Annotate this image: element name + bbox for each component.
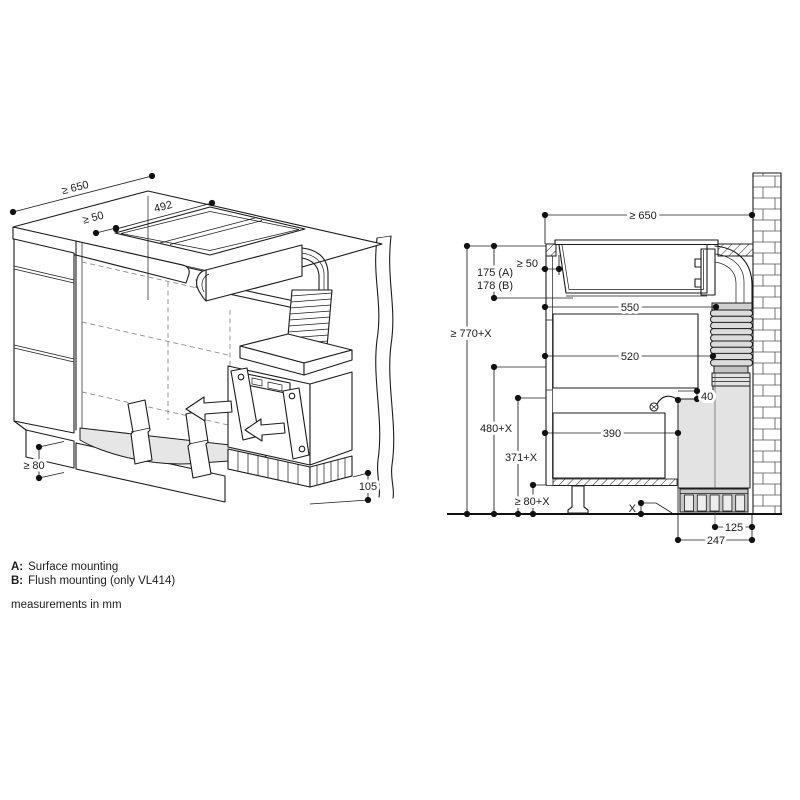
dim-floor-gap: X bbox=[629, 499, 673, 518]
drawer-unit bbox=[13, 238, 75, 469]
iso-view: ≥ 650 492 ≥ 50 ≥ 80 105 bbox=[9, 172, 395, 505]
legend-key-b: B: bbox=[11, 575, 23, 587]
dim-recess: 390 bbox=[541, 425, 682, 443]
dim-floor-gap-label: X bbox=[629, 503, 637, 515]
dim-hose-top: 550 bbox=[541, 299, 720, 317]
dim-hob-a-label: 175 (A) bbox=[477, 267, 513, 279]
dim-recess-label: 390 bbox=[603, 428, 621, 440]
legend-text-a: Surface mounting bbox=[28, 561, 118, 573]
power-cord bbox=[649, 395, 682, 412]
plinth-grille-iso bbox=[227, 448, 353, 488]
dim-hose-mid: 520 bbox=[541, 348, 717, 366]
legend-note: measurements in mm bbox=[11, 599, 122, 611]
dim-channel-front-label: 371+X bbox=[505, 452, 538, 464]
dim-hose-mid-label: 520 bbox=[621, 351, 639, 363]
brick-wall bbox=[752, 172, 782, 514]
dim-plinth-section-label: ≥ 80+X bbox=[514, 496, 550, 508]
dim-plinth-iso-label: ≥ 80 bbox=[23, 460, 44, 472]
dim-total-height-label: ≥ 770+X bbox=[450, 328, 492, 340]
dim-channel-top: 480+X bbox=[477, 363, 546, 518]
dim-duct-plinth-iso-label: 105 bbox=[359, 481, 377, 493]
flex-hose-iso bbox=[286, 247, 333, 348]
hob-flange bbox=[554, 239, 719, 246]
legend-line-b: B: Flush mounting (only VL414) bbox=[11, 575, 175, 587]
upper-recess-box bbox=[552, 313, 699, 389]
cabinet-section bbox=[545, 243, 678, 514]
dim-channel-front: 371+X bbox=[502, 394, 546, 518]
dim-cord-gap: 40 bbox=[678, 387, 716, 406]
dim-hob-b-label: 178 (B) bbox=[477, 280, 513, 292]
section-view: ≥ 650 ≥ 770+X 175 (A) 178 (B) ≥ 50 480+X bbox=[447, 172, 782, 550]
dim-cord-gap-label: 40 bbox=[701, 391, 713, 403]
worktop-section bbox=[545, 239, 754, 257]
packing-strips bbox=[127, 399, 212, 479]
legend-line-a: A: Surface mounting bbox=[11, 561, 118, 573]
dim-depth-section: ≥ 650 bbox=[541, 207, 756, 244]
hob-module-iso bbox=[196, 244, 303, 302]
legend: A: Surface mounting B: Flush mounting (onl… bbox=[11, 561, 175, 611]
lower-recess-box bbox=[552, 412, 666, 479]
airflow-arrows bbox=[185, 396, 286, 442]
plinth-leg bbox=[567, 485, 589, 514]
legend-key-a: A: bbox=[11, 561, 23, 573]
dim-total-height: ≥ 770+X bbox=[447, 242, 546, 518]
dim-axis-wall-label: 125 bbox=[725, 522, 743, 534]
hob-cutout bbox=[114, 206, 306, 256]
dim-axis-wall: 125 bbox=[711, 514, 756, 537]
dim-channel-depth: 247 bbox=[674, 488, 756, 550]
flex-hose-section bbox=[710, 309, 753, 387]
dim-hob-depth: 175 (A) 178 (B) bbox=[474, 242, 573, 302]
dim-depth-section-label: ≥ 650 bbox=[629, 210, 656, 222]
dim-front-section-label: ≥ 50 bbox=[517, 258, 538, 270]
dim-depth-iso-label: ≥ 650 bbox=[60, 179, 90, 197]
wall-cut-iso bbox=[375, 235, 395, 499]
dim-front-section: ≥ 50 bbox=[514, 255, 563, 275]
dim-duct-plinth-iso: 105 bbox=[309, 469, 380, 505]
dim-channel-depth-label: 247 bbox=[707, 535, 725, 547]
dim-channel-top-label: 480+X bbox=[480, 423, 513, 435]
dim-plinth-section: ≥ 80+X bbox=[511, 481, 553, 518]
dim-plinth-iso: ≥ 80 bbox=[20, 441, 65, 482]
open-compartment bbox=[75, 196, 231, 503]
duct-channel bbox=[677, 373, 751, 527]
dim-hose-top-label: 550 bbox=[621, 302, 639, 314]
legend-text-b: Flush mounting (only VL414) bbox=[28, 575, 175, 587]
hob-section bbox=[558, 244, 716, 297]
